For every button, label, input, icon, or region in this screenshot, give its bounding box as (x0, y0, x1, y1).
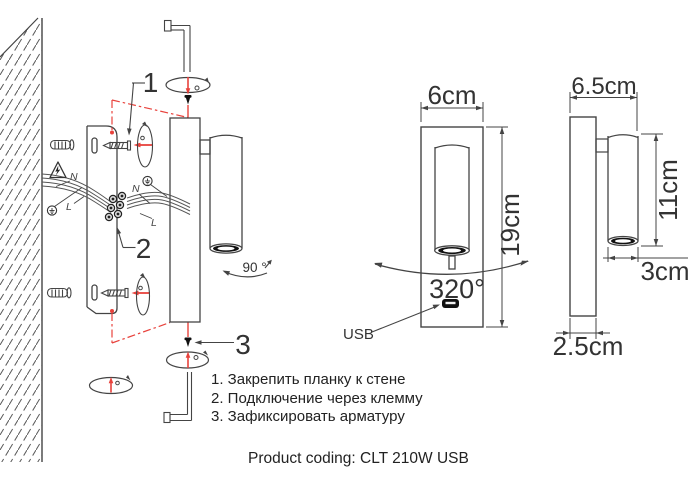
side-pivot (595, 138, 609, 153)
product-coding: Product coding: CLT 210W USB (248, 450, 469, 467)
instruction-step-1: 1. Закрепить планку к стене (211, 371, 406, 388)
swivel-indicator (374, 260, 529, 275)
wire-label-n-right: N (132, 183, 140, 195)
dim-cylinder-diameter-label: 3cm (640, 256, 689, 286)
dim-width (420, 102, 484, 122)
dim-depth-label: 6.5cm (571, 73, 636, 100)
set-screw-top (165, 76, 211, 118)
instruction-step-2: 2. Подключение через клемму (211, 389, 423, 407)
ground-symbol-left (46, 205, 58, 216)
mounting-plate (86, 125, 118, 315)
hex-key-top (163, 19, 191, 72)
usb-leader-arrow (432, 304, 440, 310)
wire-label-n-left: N (70, 171, 78, 183)
step-3-callout: 3 (194, 329, 251, 360)
wall-anchor-bottom (46, 287, 72, 299)
usb-port (442, 299, 459, 308)
wire-label-l-right: L (151, 217, 157, 229)
set-screw-bottom (165, 322, 210, 369)
supply-wires (41, 173, 191, 215)
step-1-callout: 1 (127, 67, 158, 136)
side-view: 6.5cm 11cm 3cm 2.5cm (553, 73, 690, 361)
step-2-callout: 2 (116, 227, 152, 264)
dim-cylinder-height (641, 133, 663, 247)
usb-leader (371, 305, 437, 333)
usb-label: USB (343, 326, 374, 343)
ground-leader-right (150, 184, 168, 197)
rotation-indicator-bottom-left (88, 375, 134, 395)
step-1-label: 1 (143, 67, 159, 98)
alignment-dot-bottom (110, 309, 114, 313)
screw-bottom (100, 287, 129, 299)
dim-cylinder-height-label: 11cm (653, 159, 683, 221)
side-cylinder (607, 134, 639, 247)
dim-height-label: 19cm (495, 193, 525, 257)
lamp-body (169, 117, 243, 323)
terminal-block (104, 191, 127, 222)
wire-leader-n-left (55, 180, 71, 187)
dim-width-label: 6cm (427, 80, 476, 110)
instruction-list: 1. Закрепить планку к стене 2. Подключен… (211, 371, 423, 427)
step-2-label: 2 (136, 233, 152, 264)
wire-leader-l-left (73, 196, 85, 204)
head-rotation-label: 90 ° (243, 260, 267, 275)
screw-direction-arrow-top (133, 121, 154, 168)
head-rotation-indicator: 90 ° (222, 259, 272, 278)
alignment-dot-top (110, 130, 114, 135)
wall (0, 17, 43, 462)
dim-plate-depth (556, 318, 610, 339)
hex-key-bottom (163, 372, 193, 424)
side-backplate (569, 116, 597, 317)
electric-warning-icon (49, 161, 67, 179)
dim-cylinder-diameter (603, 247, 688, 262)
dim-height (486, 126, 508, 328)
front-view: 6cm 19cm 320° USB (343, 80, 529, 343)
wire-leader-l-right (139, 213, 153, 219)
front-backplate (420, 126, 484, 328)
swivel-label: 320° (429, 274, 485, 304)
screw-top (102, 140, 132, 151)
ground-leader-left (54, 187, 83, 207)
instruction-step-3: 3. Зафиксировать арматуру (211, 408, 405, 426)
step-3-label: 3 (235, 329, 251, 360)
alignment-lines (111, 99, 189, 344)
screw-direction-arrow-bottom (131, 273, 151, 316)
dim-plate-depth-label: 2.5cm (553, 331, 624, 361)
wire-label-l-left: L (66, 201, 72, 213)
dim-depth (569, 92, 638, 131)
wire-leader-n-right (138, 193, 151, 204)
wall-anchor-top (49, 139, 75, 151)
front-cylinder (434, 144, 470, 270)
ground-symbol-right (142, 175, 153, 187)
